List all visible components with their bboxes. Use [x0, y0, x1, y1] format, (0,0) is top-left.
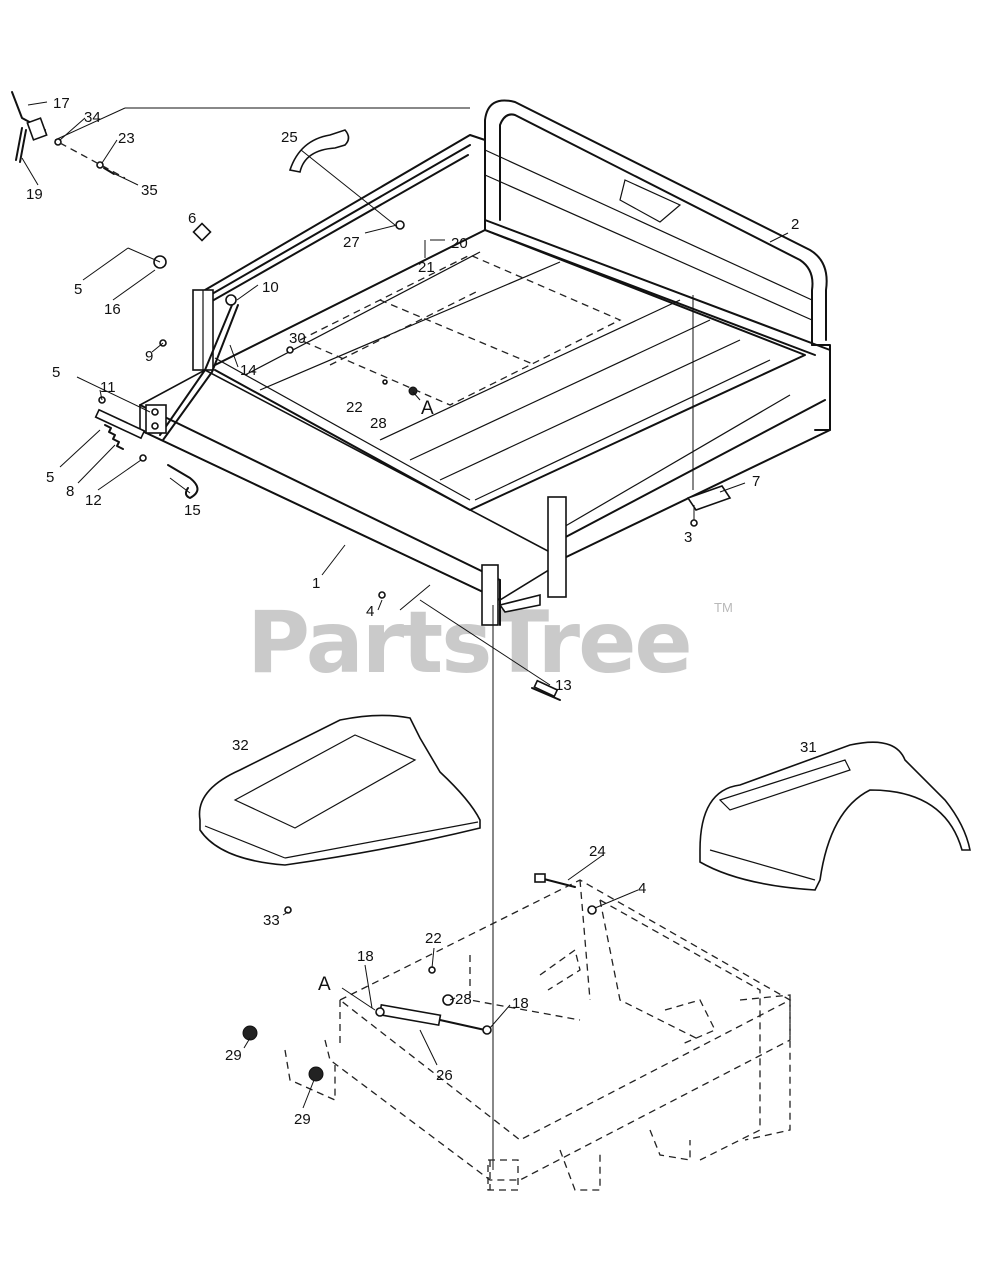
lower-hardware — [242, 873, 597, 1082]
callout-26: 26 — [436, 1067, 453, 1084]
callout-1: 1 — [312, 575, 320, 592]
callout-31: 31 — [800, 739, 817, 756]
watermark: PartsTree TM — [247, 593, 733, 693]
callout-32: 32 — [232, 737, 249, 754]
callout-18b: 18 — [512, 995, 529, 1012]
callout-6: 6 — [188, 210, 196, 227]
callout-29b: 29 — [294, 1111, 311, 1128]
callout-14: 14 — [240, 362, 257, 379]
callout-33: 33 — [263, 912, 280, 929]
latch-spring-hook[interactable] — [94, 255, 239, 499]
gas-strut[interactable] — [375, 1003, 492, 1035]
callout-2: 2 — [791, 216, 799, 233]
callout-12: 12 — [85, 492, 102, 509]
callout-23: 23 — [118, 130, 135, 147]
callout-11: 11 — [100, 379, 116, 396]
headboard-rail[interactable] — [484, 99, 831, 431]
callout-35: 35 — [141, 182, 158, 199]
callout-34: 34 — [84, 109, 101, 126]
callout-5b: 5 — [52, 364, 60, 381]
callout-22b: 22 — [425, 930, 442, 947]
fender-right[interactable] — [699, 741, 971, 891]
marker-a-bottom: A — [318, 974, 331, 995]
leader-lines — [21, 101, 789, 1170]
callout-20: 20 — [451, 235, 468, 252]
watermark-text: PartsTree — [247, 593, 691, 693]
callout-27: 27 — [343, 234, 360, 251]
callout-4b: 4 — [638, 880, 646, 897]
fender-left[interactable] — [198, 714, 481, 866]
callout-16: 16 — [104, 301, 121, 318]
chassis-frame — [284, 879, 792, 1191]
callout-24: 24 — [589, 843, 606, 860]
callout-21: 21 — [418, 259, 435, 276]
hardware-pieces — [192, 220, 732, 701]
callout-28b: 28 — [455, 991, 472, 1008]
callout-18a: 18 — [357, 948, 374, 965]
callout-5c: 5 — [46, 469, 54, 486]
callout-19: 19 — [26, 186, 43, 203]
callout-5a: 5 — [74, 281, 82, 298]
callout-25: 25 — [281, 129, 298, 146]
callout-7: 7 — [752, 473, 760, 490]
callout-28a: 28 — [370, 415, 387, 432]
callout-17: 17 — [53, 95, 70, 112]
callout-labels: 17 34 23 35 19 25 6 27 20 21 2 5 16 10 9… — [26, 95, 817, 1128]
callout-13: 13 — [555, 677, 572, 694]
callout-3: 3 — [684, 529, 692, 546]
callout-8: 8 — [66, 483, 74, 500]
marker-a-top: A — [421, 398, 434, 419]
callout-22a: 22 — [346, 399, 363, 416]
callout-9: 9 — [145, 348, 153, 365]
callout-15: 15 — [184, 502, 201, 519]
handle[interactable] — [288, 129, 350, 173]
callout-29a: 29 — [225, 1047, 242, 1064]
callout-10: 10 — [262, 279, 279, 296]
callout-30: 30 — [289, 330, 306, 347]
lower-leader-lines — [243, 854, 639, 1109]
callout-4a: 4 — [366, 603, 374, 620]
watermark-trademark: TM — [714, 600, 733, 615]
